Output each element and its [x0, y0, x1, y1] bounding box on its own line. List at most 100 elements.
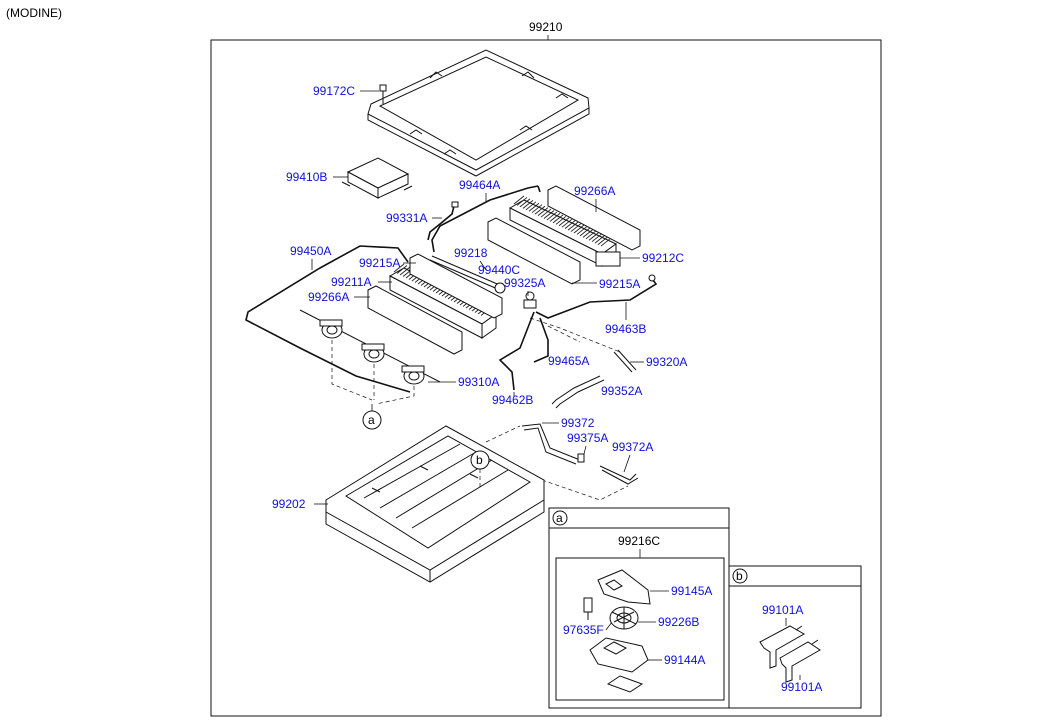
label-99212C: 99212C [642, 251, 684, 265]
radiator-fin [540, 208, 552, 218]
label-99145A: 99145A [671, 584, 712, 598]
label-99215A-right: 99215A [599, 277, 640, 291]
label-99325A: 99325A [504, 276, 545, 290]
callout-a-letter: a [368, 413, 375, 427]
bolt-99172C [379, 84, 387, 104]
label-99266A-left: 99266A [308, 290, 349, 304]
cable-99465A [533, 317, 549, 363]
cable-99463B [535, 275, 658, 319]
plate-99215A-right [487, 217, 581, 285]
leader-dashed-a [331, 340, 415, 405]
radiator-fin [537, 207, 549, 216]
sensor-99440C [494, 282, 506, 294]
radiator-fin [519, 198, 531, 208]
assembly-frame [210, 39, 882, 717]
hose-99352A [551, 375, 605, 409]
leader-99372A [623, 454, 631, 473]
radiator-fin [549, 213, 561, 222]
radiator-fin [588, 231, 600, 241]
detail-box-a-letter: a [556, 511, 563, 525]
label-99450A: 99450A [290, 244, 331, 258]
label-99202: 99202 [272, 497, 306, 511]
label-99372A: 99372A [612, 440, 653, 454]
drain-hose-99372A [599, 465, 639, 485]
label-99375A: 99375A [567, 431, 608, 445]
blower-housing-99145A [597, 569, 651, 605]
fan-wheel-99226B [609, 606, 639, 630]
radiator-fin [525, 201, 537, 211]
label-99410B: 99410B [286, 170, 327, 184]
main-assembly-number: 99210 [529, 20, 563, 34]
radiator-fin [585, 230, 597, 240]
sensor-wire-99331A [427, 205, 455, 241]
label-99218: 99218 [454, 246, 488, 260]
radiator-fin [570, 223, 582, 232]
bracket-99101A [759, 625, 821, 683]
label-99372: 99372 [561, 416, 595, 430]
radiator-fin [567, 221, 579, 231]
radiator-fin [513, 195, 525, 205]
radiator-fin [552, 214, 564, 224]
cable-99450A [245, 245, 411, 393]
label-99211A: 99211A [331, 275, 371, 289]
evaporator-core-right-99212C [508, 195, 621, 267]
label-99464A: 99464A [459, 178, 500, 192]
radiator-fin [579, 227, 591, 237]
radiator-fin [576, 226, 588, 235]
clamp-99375A [577, 453, 585, 463]
plate-99266A-left [367, 285, 463, 355]
label-99310A: 99310A [458, 375, 499, 389]
callout-b-letter: b [476, 453, 483, 467]
tube-99218 [429, 255, 503, 291]
radiator-fin [396, 265, 408, 274]
lower-housing-99144A [589, 637, 649, 693]
dashed-route-1 [529, 317, 621, 353]
radiator-fin [591, 233, 603, 243]
label-99144A: 99144A [664, 653, 705, 667]
radiator-fin [516, 197, 528, 206]
label-99440C: 99440C [478, 263, 520, 277]
label-99465A: 99465A [548, 354, 589, 368]
control-module-99410B [341, 157, 413, 199]
sensor-99331A-plug [451, 201, 459, 208]
cable-99462B [498, 311, 535, 391]
radiator-fin [393, 263, 405, 273]
radiator-fin [534, 205, 546, 215]
label-99331A: 99331A [386, 211, 427, 225]
radiator-fin [522, 199, 534, 209]
pipe-99320A [613, 349, 637, 373]
label-99216C: 99216C [618, 534, 660, 548]
label-99172C: 99172C [313, 84, 355, 98]
cable-99463B-connector [648, 274, 656, 282]
radiator-fin [546, 211, 558, 221]
plate-99266A-top [547, 185, 641, 251]
blower-motor-group-99310A [299, 309, 441, 385]
cable-99464A-end [537, 185, 541, 193]
radiator-fin [531, 204, 543, 214]
variant-label: (MODINE) [6, 6, 62, 20]
cable-99464A [431, 185, 539, 253]
label-99215A-left: 99215A [359, 256, 400, 270]
radiator-fin [399, 266, 411, 276]
leader-97635F [605, 621, 613, 631]
detail-box-b-letter: b [736, 569, 743, 583]
valve-99325A [523, 291, 537, 309]
top-cover [367, 49, 590, 177]
detail-box-b-callout [732, 568, 748, 584]
label-99352A: 99352A [601, 384, 642, 398]
radiator-fin [594, 234, 606, 244]
plate-99215A-left [409, 253, 503, 319]
label-99266A-top: 99266A [574, 184, 615, 198]
detail-box-a-callout [552, 510, 568, 526]
detail-box-a [548, 507, 730, 709]
dashed-route-2 [485, 425, 629, 501]
leader-99218 [479, 260, 487, 271]
radiator-fin [555, 215, 567, 225]
drain-hose-99372 [521, 423, 581, 465]
radiator-fin [564, 220, 576, 230]
radiator-fin [573, 224, 585, 234]
label-99463B: 99463B [605, 322, 646, 336]
label-99101A-top: 99101A [762, 603, 803, 617]
leader-99375A [583, 445, 587, 455]
